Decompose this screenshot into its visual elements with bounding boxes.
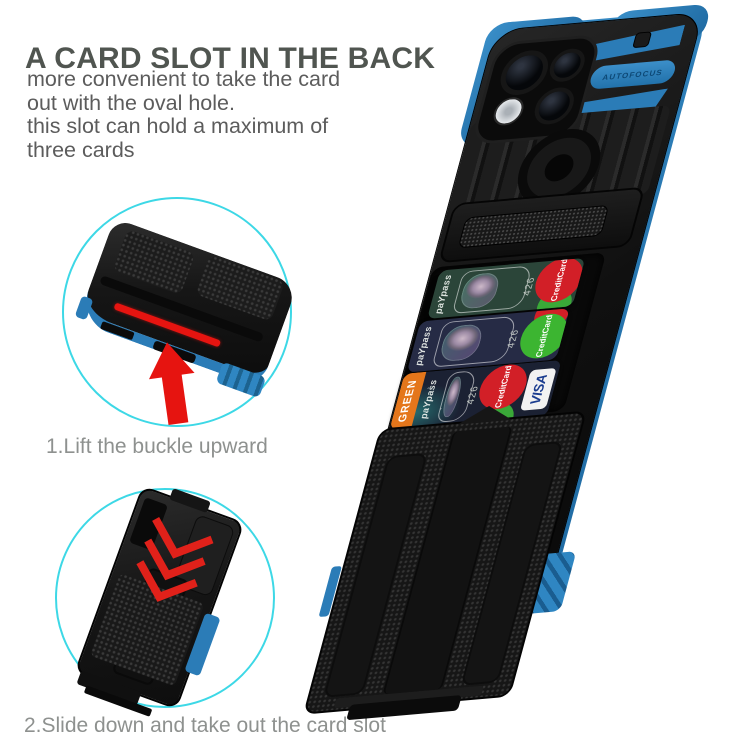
description-line-3: this slot can hold a maximum of [27, 114, 329, 138]
autofocus-label: AUTOFOCUS [601, 67, 665, 82]
card-brand-label: CreditCard [533, 314, 555, 358]
cover-blue-edge [318, 565, 342, 618]
camera-lens-icon [545, 47, 589, 84]
inset-circle-step2 [55, 488, 275, 708]
brand-circle-front: CreditCard [515, 311, 570, 361]
step2-caption: 2.Slide down and take out the card slot [24, 714, 386, 737]
ring-hole [541, 153, 577, 183]
buckle-highlight [113, 302, 222, 348]
card-brand-badges: CreditCard [508, 308, 570, 363]
camera-flash-icon [490, 96, 527, 127]
card-brand-label: CreditCard [492, 365, 514, 409]
card-oval-frame: 426 [431, 315, 522, 368]
description: more convenient to take the card out wit… [27, 67, 341, 162]
card-brand-badges: CreditCard [525, 257, 586, 319]
sliding-card-cover [302, 411, 588, 721]
inset-card-slot-holder [74, 485, 245, 717]
brand-circle-front: CreditCard [530, 257, 586, 305]
card-portrait [439, 376, 465, 418]
kickstand-mesh [457, 204, 610, 249]
phone-case: AUTOFOCUS paYpass 426 [302, 3, 713, 721]
camera-lens-icon [495, 48, 554, 97]
card-oval-frame: 426 [451, 265, 538, 314]
step1-caption: 1.Lift the buckle upward [46, 435, 268, 458]
visa-label: VISA [526, 373, 551, 405]
card-portrait [437, 322, 485, 363]
card-portrait [457, 272, 503, 310]
description-line-1: more convenient to take the card [27, 67, 341, 91]
camera-lens-icon [530, 85, 579, 126]
card-pass-label: paYpass [412, 325, 435, 367]
description-line-2: out with the oval hole. [27, 90, 235, 115]
inset-circle-step1 [62, 197, 292, 427]
card-brand-label: CreditCard [548, 258, 570, 302]
page-title: A CARD SLOT IN THE BACK [25, 42, 436, 76]
arrow-shaft [161, 372, 189, 426]
chevron-down-arrows-icon [136, 516, 214, 602]
description-line-4: three cards [27, 137, 135, 162]
